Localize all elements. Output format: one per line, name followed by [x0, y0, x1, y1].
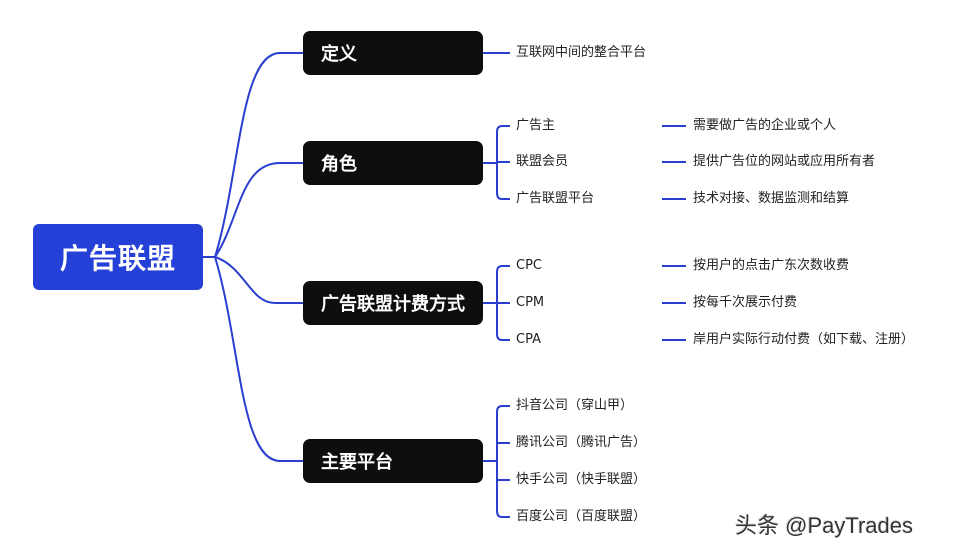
leaf-node-advertiser[interactable]: 广告主	[516, 118, 556, 133]
branch-label: 广告联盟计费方式	[321, 294, 465, 315]
leaf-node-tencent[interactable]: 腾讯公司（腾讯广告）	[516, 435, 647, 450]
desc-node-ad-network-platform[interactable]: 技术对接、数据监测和结算	[693, 191, 850, 206]
leaf-node-affiliate-member[interactable]: 联盟会员	[516, 154, 569, 169]
watermark: 头条 @PayTrades	[735, 513, 914, 538]
desc-node-advertiser[interactable]: 需要做广告的企业或个人	[693, 118, 837, 133]
connector-root-to-main-platforms	[214, 256, 303, 462]
leaf-node-douyin[interactable]: 抖音公司（穿山甲）	[516, 398, 634, 413]
branch-node-roles[interactable]: 角色	[303, 141, 483, 185]
leaf-node-kuaishou[interactable]: 快手公司（快手联盟）	[516, 472, 647, 487]
branch-node-definition[interactable]: 定义	[303, 31, 483, 75]
connector-root-to-definition	[214, 52, 303, 258]
branch-label: 主要平台	[321, 452, 393, 473]
desc-node-affiliate-member[interactable]: 提供广告位的网站或应用所有者	[693, 154, 876, 169]
desc-node-cpm[interactable]: 按每千次展示付费	[693, 295, 798, 310]
leaf-node-ad-network-platform[interactable]: 广告联盟平台	[516, 191, 595, 206]
branch-label: 角色	[321, 154, 357, 175]
root-label: 广告联盟	[59, 242, 176, 275]
desc-node-cpc[interactable]: 按用户的点击广东次数收费	[693, 258, 850, 273]
leaf-node-baidu[interactable]: 百度公司（百度联盟）	[516, 509, 647, 524]
root-node[interactable]: 广告联盟	[33, 224, 203, 290]
leaf-node-cpc[interactable]: CPC	[516, 258, 542, 273]
branch-node-main-platforms[interactable]: 主要平台	[303, 439, 483, 483]
connector-root-to-roles	[214, 162, 303, 258]
branch-node-billing-methods[interactable]: 广告联盟计费方式	[303, 281, 483, 325]
connector-root-to-billing-methods	[214, 256, 303, 304]
leaf-node-definition[interactable]: 互联网中间的整合平台	[516, 45, 647, 60]
desc-node-cpa[interactable]: 岸用户实际行动付费（如下载、注册）	[693, 332, 915, 347]
branch-label: 定义	[321, 44, 357, 65]
leaf-node-cpm[interactable]: CPM	[516, 295, 545, 310]
leaf-node-cpa[interactable]: CPA	[516, 332, 541, 347]
connector-platforms-bracket	[496, 405, 510, 518]
